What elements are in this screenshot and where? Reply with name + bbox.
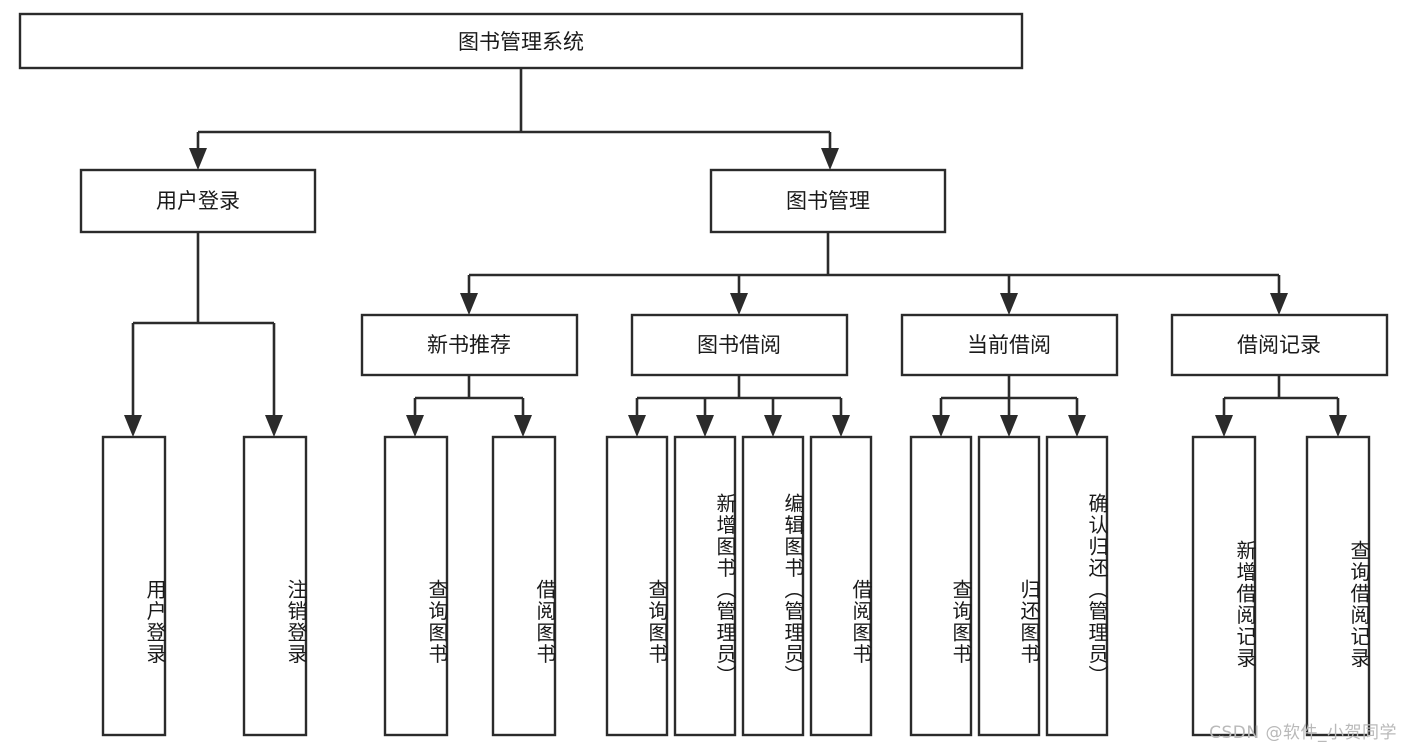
node-user-login-box[interactable] xyxy=(79,168,317,234)
leaf-box-borrow-book-new[interactable] xyxy=(491,435,557,737)
watermark-text: CSDN @软件_小贺同学 xyxy=(1209,723,1397,743)
leaf-box-user-login[interactable] xyxy=(101,435,167,737)
leaf-box-logout[interactable] xyxy=(242,435,308,737)
connector-book-borrow-to-leaves xyxy=(628,375,850,437)
leaf-box-query-book-new[interactable] xyxy=(383,435,449,737)
connector-user-login-to-leaves xyxy=(124,232,283,437)
arrow-head-book-manage xyxy=(821,148,839,170)
node-new-book-recommend-label: 新书推荐 xyxy=(427,333,511,357)
node-root-label: 图书管理系统 xyxy=(458,30,584,54)
leaf-box-query-book-current[interactable] xyxy=(909,435,973,737)
node-root[interactable]: 图书管理系统 xyxy=(18,12,1024,70)
leaf-box-query-borrow-record[interactable] xyxy=(1305,435,1371,737)
connector-borrow-record-to-leaves xyxy=(1215,375,1347,437)
leaf-box-edit-book-admin[interactable] xyxy=(741,435,805,737)
node-root-box[interactable] xyxy=(18,12,1024,70)
node-current-borrow-label: 当前借阅 xyxy=(967,333,1051,357)
node-borrow-record-label: 借阅记录 xyxy=(1237,333,1321,357)
leaf-box-confirm-return-admin[interactable] xyxy=(1045,435,1109,737)
node-book-manage[interactable]: 图书管理 xyxy=(709,168,947,234)
node-new-book-recommend[interactable]: 新书推荐 xyxy=(360,313,579,377)
leaf-box-borrow-book[interactable] xyxy=(809,435,873,737)
node-borrow-record[interactable]: 借阅记录 xyxy=(1170,313,1389,377)
node-user-login[interactable]: 用户登录 xyxy=(79,168,317,234)
node-book-borrow[interactable]: 图书借阅 xyxy=(630,313,849,377)
leaf-box-add-borrow-record[interactable] xyxy=(1191,435,1257,737)
connector-current-borrow-to-leaves xyxy=(932,375,1086,437)
node-book-borrow-label: 图书借阅 xyxy=(697,333,781,357)
node-current-borrow[interactable]: 当前借阅 xyxy=(900,313,1119,377)
node-book-manage-label: 图书管理 xyxy=(786,189,870,213)
connector-book-manage-to-level3 xyxy=(460,232,1288,315)
node-current-borrow-box[interactable] xyxy=(900,313,1119,377)
connector-root-to-level2 xyxy=(189,68,839,170)
connector-new-book-to-leaves xyxy=(406,375,532,437)
node-new-book-recommend-box[interactable] xyxy=(360,313,579,377)
leaf-box-return-book[interactable] xyxy=(977,435,1041,737)
leaf-box-query-book-borrow[interactable] xyxy=(605,435,669,737)
leaf-box-add-book-admin[interactable] xyxy=(673,435,737,737)
arrow-head-user-login xyxy=(189,148,207,170)
node-user-login-label: 用户登录 xyxy=(156,189,240,213)
